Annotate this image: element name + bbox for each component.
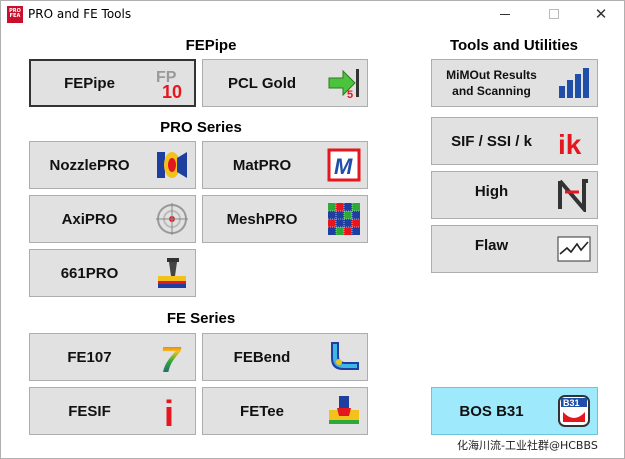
- fepipe-label: FEPipe: [64, 74, 115, 92]
- rainbow-seven-icon: 7: [160, 340, 182, 374]
- matpro-button[interactable]: MatPRO M: [202, 141, 368, 189]
- fepipe-button[interactable]: FEPipe FP 10: [29, 59, 196, 107]
- high-label: High: [474, 183, 509, 200]
- sif-ssi-k-label: SIF / SSI / k: [451, 132, 532, 150]
- mimout-label: MiMOut Results and Scanning: [432, 60, 551, 106]
- pro661-label: 661PRO: [60, 264, 119, 282]
- febend-label: FEBend: [233, 348, 291, 366]
- mimout-label-line2: and Scanning: [452, 84, 531, 98]
- window-title: PRO and FE Tools: [28, 7, 132, 21]
- minimize-icon: [500, 13, 510, 15]
- meshpro-button[interactable]: MeshPRO: [202, 195, 368, 243]
- fe107-button[interactable]: FE107 7: [29, 333, 196, 381]
- matpro-m-icon: M: [327, 148, 361, 182]
- fesif-icon-letter: i: [164, 394, 174, 428]
- fesif-button[interactable]: FESIF i: [29, 387, 196, 435]
- pcl-icon-number: 5: [347, 89, 353, 100]
- pro661-button[interactable]: 661PRO: [29, 249, 196, 297]
- maximize-icon: [549, 9, 559, 19]
- high-logo-icon: [558, 179, 588, 212]
- bos-b31-button[interactable]: BOS B31 B31: [431, 387, 598, 435]
- fepipe-icon-number: 10: [162, 82, 182, 100]
- axipro-label: AxiPRO: [61, 210, 118, 228]
- section-fe-series: FE Series: [166, 310, 236, 327]
- app-icon-text-bottom: FEA: [9, 13, 21, 19]
- app-icon: PRO FEA: [7, 6, 23, 23]
- pclgold-button[interactable]: PCL Gold 5: [202, 59, 368, 107]
- flaw-graph-icon: [557, 236, 591, 262]
- nozzlepro-button[interactable]: NozzlePRO: [29, 141, 196, 189]
- matpro-label: MatPRO: [232, 156, 292, 174]
- mimout-button[interactable]: MiMOut Results and Scanning: [431, 59, 598, 107]
- mimout-label-line1: MiMOut Results: [446, 68, 537, 82]
- tank-icon: [158, 258, 186, 288]
- febend-button[interactable]: FEBend: [202, 333, 368, 381]
- bos-icon-text: B31: [563, 398, 580, 408]
- fepipe-icon-letters: FP: [156, 69, 177, 86]
- ik-icon: ik: [558, 129, 582, 158]
- meshpro-label: MeshPRO: [226, 210, 298, 228]
- axipro-button[interactable]: AxiPRO: [29, 195, 196, 243]
- fetee-label: FETee: [240, 402, 284, 420]
- app-icon-text-top: PRO: [9, 8, 21, 14]
- section-tools: Tools and Utilities: [449, 37, 579, 54]
- pipe-tee-icon: [329, 396, 359, 424]
- close-icon: ✕: [594, 5, 608, 23]
- bar-chart-icon: [559, 68, 589, 98]
- pclgold-label: PCL Gold: [227, 74, 297, 92]
- minimize-button[interactable]: [485, 3, 525, 25]
- arrow-5-icon: 5: [328, 69, 359, 100]
- pipe-bend-icon: [331, 342, 359, 370]
- flaw-label: Flaw: [474, 237, 509, 254]
- maximize-button[interactable]: [534, 3, 574, 25]
- watermark: 化海川流-工业社群@HCBBS: [457, 439, 598, 452]
- nozzle-icon: [157, 152, 187, 178]
- nozzlepro-label: NozzlePRO: [49, 156, 130, 174]
- section-pro-series: PRO Series: [160, 119, 242, 136]
- b31-icon: B31: [558, 395, 590, 427]
- fe107-icon-digit: 7: [160, 340, 182, 374]
- fesif-label: FESIF: [68, 402, 111, 420]
- title-bar[interactable]: PRO FEA PRO and FE Tools ✕: [1, 1, 624, 29]
- close-button[interactable]: ✕: [581, 3, 621, 25]
- red-i-icon: i: [164, 394, 174, 428]
- sif-icon-letters: ik: [558, 129, 582, 158]
- fepipe-10-icon: FP 10: [156, 69, 182, 100]
- fetee-button[interactable]: FETee: [202, 387, 368, 435]
- fe107-label: FE107: [67, 348, 112, 366]
- crosshair-icon: [156, 203, 188, 235]
- mesh-grid-icon: [328, 203, 360, 235]
- matpro-icon-letter: M: [334, 154, 353, 179]
- sif-ssi-k-button[interactable]: SIF / SSI / k ik: [431, 117, 598, 165]
- section-fepipe: FEPipe: [185, 37, 237, 54]
- flaw-button[interactable]: Flaw: [431, 225, 598, 273]
- bos-b31-label: BOS B31: [459, 402, 524, 420]
- high-button[interactable]: High: [431, 171, 598, 219]
